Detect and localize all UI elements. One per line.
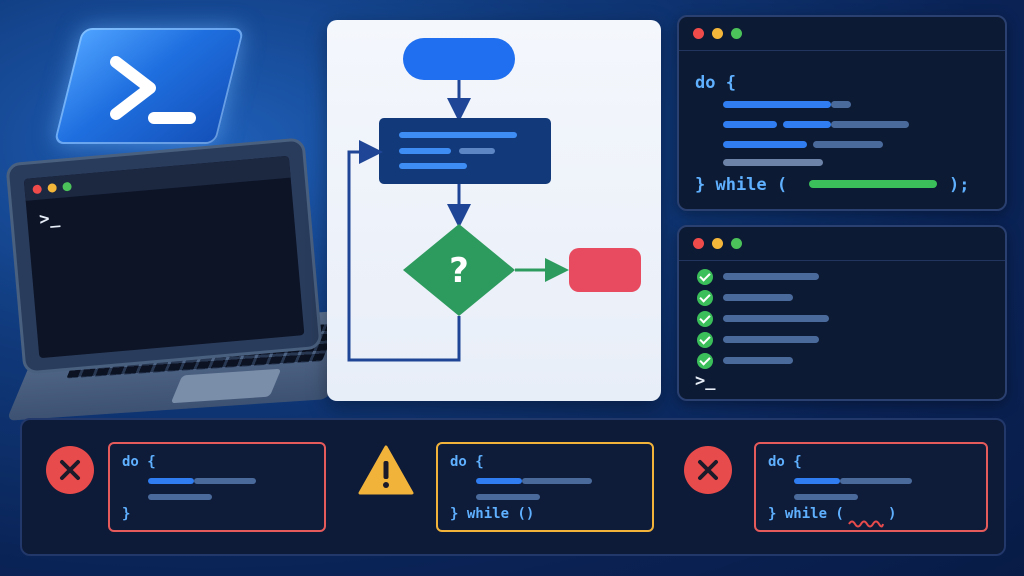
warning-triangle-icon xyxy=(358,445,414,495)
error-x-icon xyxy=(46,446,94,494)
code-card-invalid-condition: do { } while ( ) xyxy=(754,442,988,532)
flow-end-node xyxy=(569,248,641,292)
check-circle-icon xyxy=(697,290,713,306)
code-bar xyxy=(476,494,540,500)
close-dot-icon[interactable] xyxy=(693,238,704,249)
card-line-while-end: ) xyxy=(888,506,897,522)
code-bar xyxy=(723,141,807,148)
maximize-dot-icon[interactable] xyxy=(731,28,742,39)
code-bar xyxy=(831,101,851,108)
code-bar xyxy=(148,494,212,500)
code-bar xyxy=(148,478,194,484)
flow-decision-label: ? xyxy=(449,251,469,291)
close-dot-icon[interactable] xyxy=(693,28,704,39)
code-card-empty-condition: do { } while () xyxy=(436,442,654,532)
code-terminal-window: do { } while ( ); xyxy=(677,15,1007,211)
code-bar xyxy=(723,121,777,128)
powershell-logo-icon xyxy=(53,28,245,144)
code-line-while-end: ); xyxy=(949,175,970,195)
code-bar xyxy=(794,494,858,500)
code-card-missing-while: do { } xyxy=(108,442,326,532)
card-line-while: } while () xyxy=(450,506,535,522)
check-circle-icon xyxy=(697,353,713,369)
code-bar xyxy=(783,121,831,128)
laptop-terminal-screen: >_ xyxy=(23,155,305,359)
check-circle-icon xyxy=(697,311,713,327)
flow-start-node xyxy=(403,38,515,80)
card-line-do: do { xyxy=(122,454,156,470)
laptop: >_ xyxy=(5,137,323,375)
code-terminal-titlebar xyxy=(679,17,1005,51)
checks-prompt: >_ xyxy=(695,371,716,391)
code-line-do: do { xyxy=(695,73,736,93)
checks-terminal-window: >_ xyxy=(677,225,1007,401)
code-bar xyxy=(794,478,840,484)
laptop-prompt: >_ xyxy=(38,207,61,230)
minimize-dot-icon[interactable] xyxy=(712,28,723,39)
check-line-bar xyxy=(723,294,793,301)
code-bar xyxy=(723,159,823,166)
laptop-terminal-titlebar xyxy=(23,155,291,201)
code-bar xyxy=(840,478,912,484)
flowchart-diagram: ? xyxy=(347,38,641,362)
code-line-while: } while ( xyxy=(695,175,788,195)
checks-terminal-titlebar xyxy=(679,227,1005,261)
code-bar xyxy=(723,101,831,108)
comparison-panel: do { } do { } while () do { } while ( ) xyxy=(20,418,1006,556)
card-line-do: do { xyxy=(450,454,484,470)
check-circle-icon xyxy=(697,269,713,285)
code-bar xyxy=(831,121,909,128)
flowchart-panel: ? xyxy=(327,20,661,401)
code-bar xyxy=(476,478,522,484)
flow-decision-node xyxy=(403,224,515,316)
maximize-dot-icon[interactable] xyxy=(731,238,742,249)
code-bar xyxy=(194,478,256,484)
error-squiggle-icon xyxy=(848,520,884,528)
check-line-bar xyxy=(723,336,819,343)
maximize-dot-icon xyxy=(62,181,72,192)
code-bar xyxy=(522,478,592,484)
close-dot-icon xyxy=(32,183,43,194)
check-line-bar xyxy=(723,357,793,364)
card-line-do: do { xyxy=(768,454,802,470)
check-line-bar xyxy=(723,315,829,322)
minimize-dot-icon xyxy=(47,182,57,193)
card-line-close: } xyxy=(122,506,131,522)
card-line-while: } while ( xyxy=(768,506,844,522)
while-condition-bar xyxy=(809,180,937,188)
minimize-dot-icon[interactable] xyxy=(712,238,723,249)
check-line-bar xyxy=(723,273,819,280)
check-circle-icon xyxy=(697,332,713,348)
error-x-icon xyxy=(684,446,732,494)
code-bar xyxy=(813,141,883,148)
